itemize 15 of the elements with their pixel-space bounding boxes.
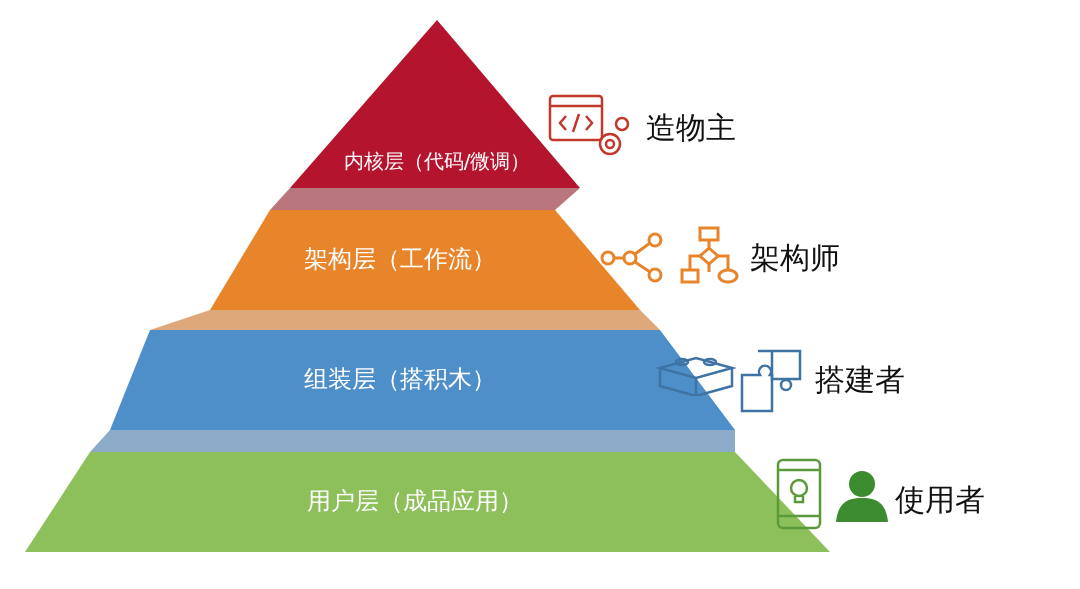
layer-label: 内核层（代码/微调）	[343, 148, 531, 175]
pyramid-layer	[110, 330, 735, 430]
role-label: 造物主	[646, 109, 736, 147]
layer-label: 用户层（成品应用）	[307, 486, 523, 517]
layer-label: 架构层（工作流）	[304, 244, 496, 275]
layer-side-band	[270, 188, 580, 210]
pyramid-layer	[25, 452, 830, 552]
layer-side-band	[150, 310, 660, 330]
role-label: 使用者	[895, 481, 985, 519]
pyramid-layer	[290, 20, 580, 188]
layer-side-band	[90, 430, 735, 452]
role-label: 架构师	[750, 239, 840, 277]
pyramid-layer	[210, 210, 640, 310]
role-label: 搭建者	[815, 361, 905, 399]
layer-label: 组装层（搭积木）	[304, 364, 496, 395]
